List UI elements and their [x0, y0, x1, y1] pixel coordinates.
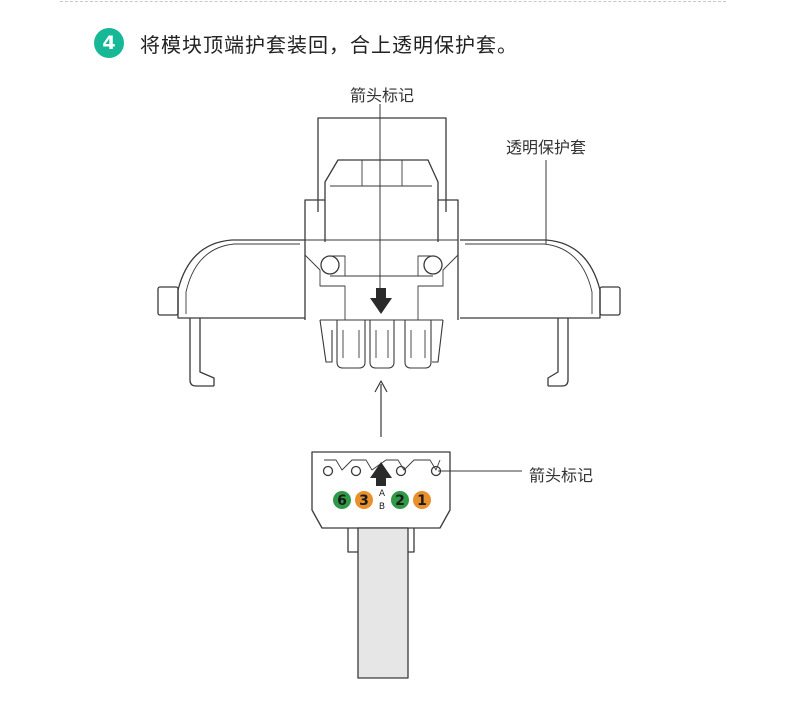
step-header: 4 将模块顶端护套装回，合上透明保护套。 [94, 28, 518, 58]
pin-label-a: A [379, 489, 386, 499]
wire-label-3: 3 [359, 493, 369, 509]
wire-circle-6: 6 [333, 491, 351, 509]
wire-label-1: 1 [417, 493, 427, 509]
step-instruction: 将模块顶端护套装回，合上透明保护套。 [140, 32, 518, 57]
bottom-connector [311, 451, 451, 679]
wire-label-6: 6 [337, 493, 347, 509]
wire-label-2: 2 [395, 493, 405, 509]
wire-circle-2: 2 [391, 491, 409, 509]
bottom-direction-arrow [370, 462, 392, 486]
transparent-cover-right [460, 239, 621, 387]
top-dashed-divider [60, 1, 726, 2]
module-contact-teeth [319, 319, 444, 369]
wire-circle-1: 1 [413, 491, 431, 509]
module-top-housing [304, 159, 459, 320]
cable [357, 527, 409, 679]
pin-label-b: B [379, 502, 385, 512]
top-direction-arrow [370, 288, 392, 314]
wire-circles: 6 3 2 1 A B [333, 489, 431, 512]
transparent-cover-left [157, 239, 305, 387]
label-arrow-mark-bottom: 箭头标记 [529, 466, 594, 485]
label-arrow-mark-top: 箭头标记 [350, 86, 415, 105]
insertion-arrow [374, 380, 388, 437]
wire-circle-3: 3 [355, 491, 373, 509]
step-number-badge: 4 [94, 28, 124, 58]
label-transparent-cover: 透明保护套 [506, 138, 587, 157]
top-callout-bracket [317, 117, 447, 212]
